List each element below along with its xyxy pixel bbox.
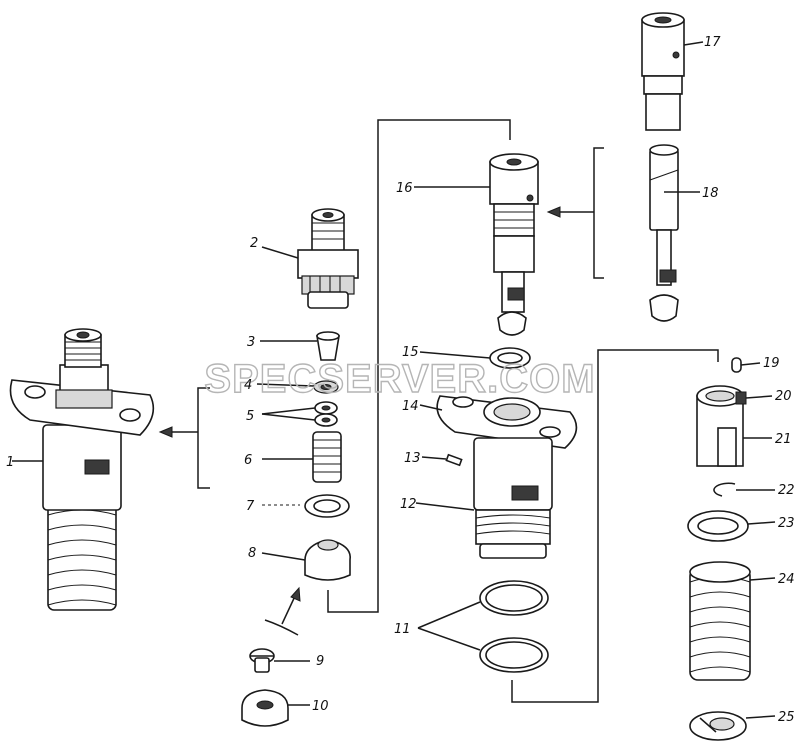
bracket-to-part-16 xyxy=(593,147,604,279)
label-21: 21 xyxy=(775,432,792,447)
part-18-plunger xyxy=(649,144,700,322)
part-5-valve-seat xyxy=(261,401,338,427)
label-25: 25 xyxy=(778,710,795,725)
label-11: 11 xyxy=(394,622,411,637)
label-15: 15 xyxy=(402,345,419,360)
label-18: 18 xyxy=(702,186,719,201)
label-6: 6 xyxy=(244,453,252,468)
part-8-cap xyxy=(261,539,352,581)
part-14-flange xyxy=(419,395,578,449)
part-16-plunger-assembly xyxy=(414,153,539,336)
part-22-circlip xyxy=(713,482,775,497)
label-10: 10 xyxy=(312,699,329,714)
label-16: 16 xyxy=(396,181,413,196)
part-1-pump-section-assembly xyxy=(9,328,155,611)
label-7: 7 xyxy=(246,499,255,514)
part-23-washer xyxy=(687,510,776,542)
label-19: 19 xyxy=(763,356,780,371)
label-2: 2 xyxy=(250,236,258,251)
label-12: 12 xyxy=(400,497,417,512)
part-9-screw xyxy=(249,648,310,673)
part-25-spring-seat xyxy=(689,711,776,741)
part-11-o-rings xyxy=(417,580,549,673)
label-4: 4 xyxy=(244,378,252,393)
label-3: 3 xyxy=(247,335,255,350)
part-7-gasket xyxy=(262,494,350,518)
label-22: 22 xyxy=(778,483,795,498)
part-6-spring xyxy=(262,431,342,483)
part-2-delivery-valve-holder xyxy=(261,208,359,309)
label-14: 14 xyxy=(402,399,419,414)
label-1: 1 xyxy=(6,455,14,470)
label-20: 20 xyxy=(775,389,792,404)
label-8: 8 xyxy=(248,546,256,561)
part-13-pin xyxy=(421,453,463,467)
part-24-spring xyxy=(689,561,776,681)
connector-line-right xyxy=(511,349,719,703)
connector-line-left xyxy=(327,119,511,613)
label-5: 5 xyxy=(246,409,254,424)
watermark: SPECSERVER.COM xyxy=(204,357,595,401)
bracket-parts-9-10 xyxy=(264,619,299,636)
part-20-21-rotation-sleeve xyxy=(696,385,773,467)
part-19-pin xyxy=(731,357,761,373)
part-3-valve xyxy=(260,331,340,361)
label-9: 9 xyxy=(316,654,324,669)
part-15-o-ring xyxy=(419,347,531,369)
part-17-sleeve xyxy=(641,12,704,131)
label-23: 23 xyxy=(778,516,795,531)
part-12-pump-body xyxy=(415,437,553,559)
label-24: 24 xyxy=(778,572,795,587)
label-17: 17 xyxy=(704,35,721,50)
part-4-washer xyxy=(256,380,339,394)
bracket-to-part-1 xyxy=(197,387,210,489)
part-10-seal xyxy=(241,689,310,727)
label-13: 13 xyxy=(404,451,421,466)
